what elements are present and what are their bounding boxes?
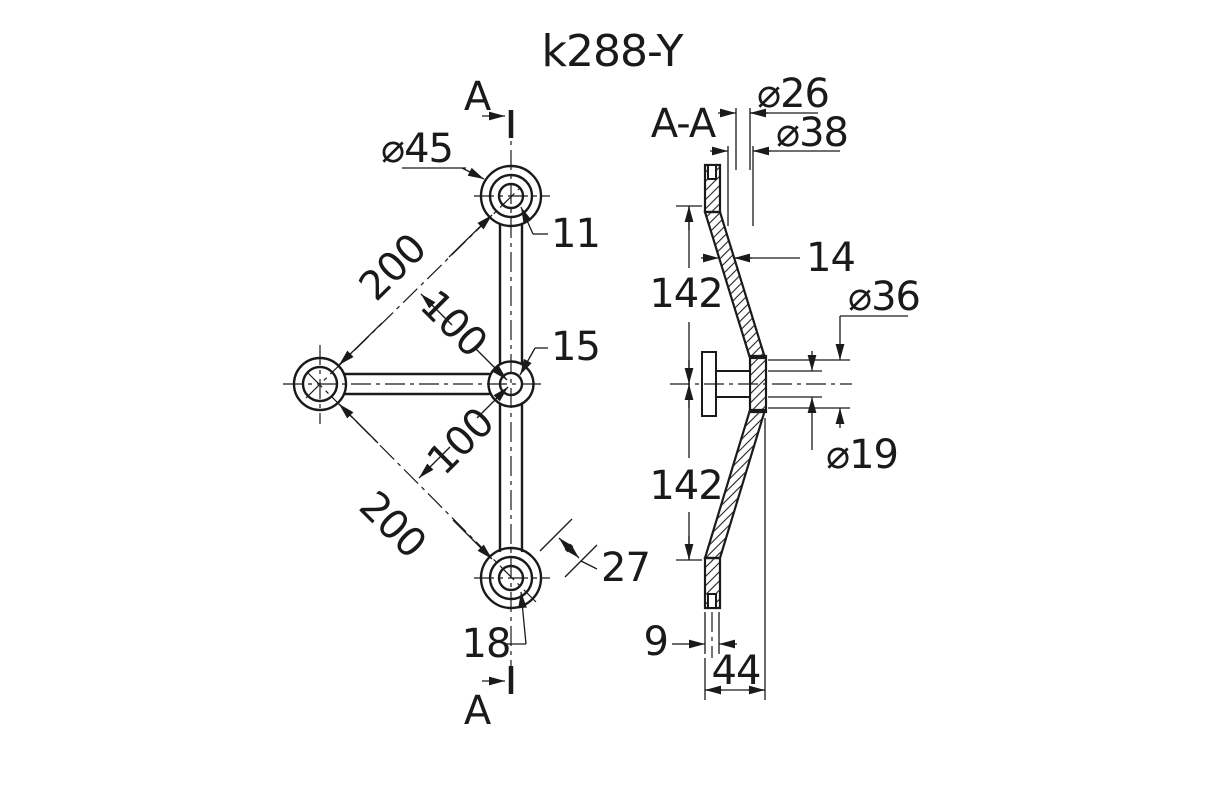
left-boss-hole [301, 365, 339, 403]
dim-18: 18 [462, 621, 511, 667]
dim-dia19: ⌀19 [826, 432, 898, 478]
front-view: A A 200 [283, 74, 651, 734]
dim-arrow [518, 591, 527, 645]
dim-arrow [520, 206, 534, 235]
top-boss-outer-circle [479, 164, 543, 228]
section-label-top: A [464, 74, 492, 120]
dim-14: 14 [806, 235, 855, 281]
bottom-cap-slot [707, 593, 717, 609]
dim-arrow [448, 214, 493, 258]
left-boss-outer-circle [292, 356, 348, 412]
dim-arrow [452, 519, 493, 560]
drawing-title: k288-Y [542, 26, 684, 77]
top-cap-slot [707, 164, 717, 180]
dim-9: 9 [644, 619, 668, 665]
dim-dia26: ⌀26 [757, 71, 829, 117]
dim-11: 11 [551, 211, 600, 257]
dim-15: 15 [551, 324, 600, 370]
top-boss-hole [497, 182, 525, 210]
dim-arrow [418, 446, 451, 479]
section-view: A-A ⌀26 [644, 71, 921, 700]
dim-142-upper: 142 [649, 271, 722, 317]
spider-body [292, 164, 543, 610]
dim-leader [580, 560, 598, 570]
dim-arrow [461, 167, 485, 180]
dim-arrow [338, 403, 379, 444]
dim-200-lower: 200 [350, 483, 434, 567]
bottom-boss-hole [497, 564, 525, 592]
dim-dia38: ⌀38 [776, 110, 848, 156]
dim-100-upper: 100 [411, 282, 495, 366]
dim-44: 44 [712, 648, 761, 694]
section-cut-marks: A A [464, 74, 514, 734]
dim-arrow [338, 322, 383, 366]
dim-arrow [476, 386, 509, 419]
top-boss-step-circle [488, 173, 534, 219]
dim-100-lower: 100 [419, 400, 503, 484]
center-boss-circle [487, 360, 535, 408]
section-view-dimensions: ⌀26 ⌀38 14 142 142 [644, 71, 921, 700]
dim-142-lower: 142 [649, 463, 722, 509]
dim-dia45: ⌀45 [381, 126, 453, 172]
bottom-boss-step-circle [488, 555, 534, 601]
dim-200-upper: 200 [351, 226, 436, 310]
dim-arrow [564, 543, 580, 559]
front-view-centerlines [283, 116, 550, 690]
section-label-bottom: A [464, 688, 492, 734]
dim-arrow [519, 347, 536, 376]
dim-dia36: ⌀36 [848, 274, 920, 320]
bottom-boss-outer-circle [479, 546, 543, 610]
section-profile [701, 163, 768, 610]
dim-27: 27 [601, 545, 650, 591]
dim-arrow [475, 348, 508, 381]
center-hole [498, 371, 524, 397]
extension-line [539, 518, 573, 552]
section-view-label: A-A [651, 101, 717, 147]
dim-arrow [420, 293, 453, 326]
